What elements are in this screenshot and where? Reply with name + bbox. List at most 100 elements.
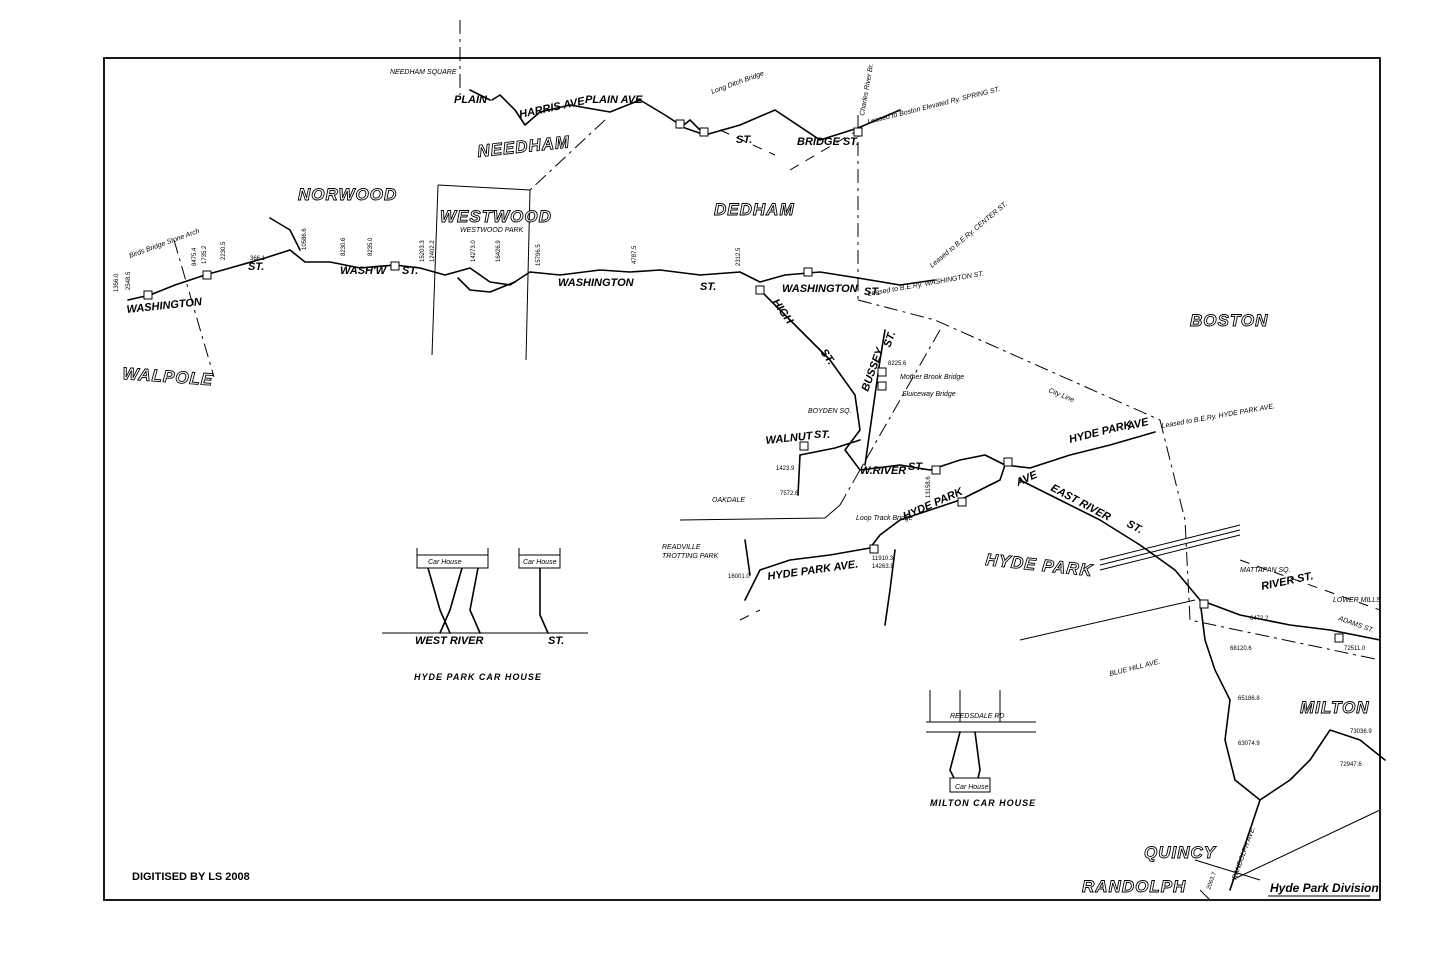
- hyde-park-car-house-diagram: [382, 548, 588, 634]
- car-house-label-1: Car House: [428, 559, 462, 566]
- car-house-st: ST.: [548, 635, 564, 647]
- label-lower-mills: LOWER MILLS: [1333, 597, 1381, 604]
- milepost-31: 2063.7: [1206, 871, 1218, 891]
- milepost-19: 6472.2: [1250, 616, 1269, 622]
- mileposts: 1356.0 2548.5 366.1 8475.4 1735.2 2230.5…: [114, 228, 1372, 891]
- label-mattapan-sq: MATTAPAN SQ.: [1240, 567, 1291, 574]
- milepost-30: 14263.8: [872, 564, 894, 570]
- label-randolph-ave: RANDOLPH AVE.: [1231, 825, 1257, 880]
- street-ave-s: AVE: [1013, 469, 1039, 490]
- milepost-17: 13158.6: [926, 476, 932, 498]
- milepost-6: 2230.5: [221, 241, 227, 260]
- milepost-21: 68120.6: [1230, 646, 1252, 652]
- label-loop-track-bridge: Loop Track Bridge: [856, 515, 913, 522]
- label-leased-bere-washington: Leased to B.E.Ry. WASHINGTON ST.: [867, 271, 984, 298]
- town-walpole: WALPOLE: [122, 364, 214, 389]
- milepost-28: 16001.0: [728, 574, 750, 580]
- street-st-bussey: ST.: [882, 330, 899, 349]
- label-readville: READVILLE: [662, 544, 701, 551]
- street-harris-ave: HARRIS AVE: [518, 95, 586, 121]
- street-hyde-park-ave-readville: HYDE PARK AVE.: [767, 558, 859, 583]
- milton-car-house-label: Car House: [955, 784, 989, 791]
- milepost-26: 1423.9: [776, 466, 795, 472]
- milepost-23: 72947.6: [1340, 762, 1362, 768]
- label-blue-hill-ave: BLUE HILL AVE.: [1109, 659, 1161, 678]
- milepost-20: 72511.0: [1344, 646, 1366, 652]
- hyde-park-lines: [739, 431, 1386, 891]
- town-quincy: QUINCY: [1144, 843, 1217, 862]
- milepost-18: 8225.6: [888, 361, 907, 367]
- street-st-eriver: ST.: [1125, 518, 1145, 536]
- label-sluiceway-bridge: Sluiceway Bridge: [902, 391, 956, 398]
- milepost-12: 14273.0: [471, 240, 477, 262]
- street-st-norwood2: ST.: [402, 265, 418, 277]
- street-washington-east: WASHINGTON: [782, 283, 859, 295]
- street-bridge-st: BRIDGE ST.: [797, 136, 859, 148]
- street-plain: PLAIN: [454, 94, 488, 106]
- milepost-15: 4787.5: [632, 245, 638, 264]
- milepost-8: 8230.6: [341, 237, 347, 256]
- town-hyde-park: HYDE PARK: [985, 550, 1095, 580]
- milepost-14: 15796.5: [536, 244, 542, 266]
- street-w-river: W.RIVER: [860, 465, 906, 477]
- milepost-13: 16426.9: [496, 240, 502, 262]
- label-leased-bere-center: Leased to B.E.Ry. CENTER ST.: [929, 201, 1009, 270]
- milepost-10: 15203.3: [420, 240, 426, 262]
- street-st-wriver: ST.: [908, 461, 924, 473]
- high-street-line: [759, 289, 886, 496]
- milepost-9: 8235.0: [368, 237, 374, 256]
- town-randolph: RANDOLPH: [1082, 877, 1186, 896]
- street-washington-walpole: WASHINGTON: [126, 296, 203, 316]
- milepost-5: 1735.2: [202, 245, 208, 264]
- map-frame: [103, 57, 1381, 901]
- town-dedham: DEDHAM: [714, 200, 795, 219]
- milepost-1: 1356.0: [114, 273, 120, 292]
- digitised-credit: DIGITISED BY LS 2008: [132, 871, 250, 883]
- label-westwood-park: WESTWOOD PARK: [460, 227, 524, 234]
- division-title: Hyde Park Division: [1270, 881, 1379, 895]
- label-city-line: City Line: [1047, 387, 1075, 404]
- milepost-3: 366.1: [250, 256, 266, 262]
- label-leased-bost-elev: Leased to Boston Elevated Ry. SPRING ST.: [867, 86, 1001, 126]
- car-house-west-river: WEST RIVER: [415, 635, 484, 647]
- milepost-24: 65186.8: [1238, 696, 1260, 702]
- junction-markers: [143, 119, 1344, 643]
- street-washw: WASH'W: [340, 265, 388, 277]
- town-boston: BOSTON: [1190, 311, 1268, 330]
- label-oakdale: OAKDALE: [712, 497, 745, 504]
- washington-line: [127, 217, 936, 301]
- milepost-2: 2548.5: [126, 271, 132, 290]
- label-mother-brook-bridge: Mother Brook Bridge: [900, 374, 964, 381]
- label-birds-bridge: Birds Bridge Stone Arch: [128, 228, 200, 260]
- town-milton: MILTON: [1300, 698, 1370, 717]
- hyde-park-car-house-caption: HYDE PARK CAR HOUSE: [414, 672, 542, 682]
- label-trotting-park: TROTTING PARK: [662, 553, 719, 560]
- car-house-label-2: Car House: [523, 559, 557, 566]
- street-st-needham: ST.: [736, 134, 752, 146]
- label-reedsdale-rd: REEDSDALE RD: [950, 713, 1004, 720]
- street-plain-ave: PLAIN AVE: [585, 94, 643, 106]
- milepost-27: 7572.6: [780, 491, 799, 497]
- label-needham-square: NEEDHAM SQUARE: [390, 69, 457, 76]
- milepost-7: 10586.6: [302, 228, 308, 250]
- town-westwood: WESTWOOD: [440, 207, 552, 226]
- label-leased-bere-hyde-park: Leased to B.E.Ry. HYDE PARK AVE.: [1161, 403, 1276, 430]
- street-washington-dedham: WASHINGTON: [558, 277, 635, 289]
- town-norwood: NORWOOD: [298, 185, 397, 204]
- street-st-norwood: ST.: [248, 261, 264, 273]
- street-east-river: EAST RIVER: [1049, 482, 1113, 524]
- needham-line: [469, 89, 901, 171]
- label-long-ditch-bridge: Long Ditch Bridge: [710, 70, 765, 96]
- milepost-22: 73036.9: [1350, 729, 1372, 735]
- label-charles-river-br: Charles River Br.: [859, 63, 875, 116]
- street-walnut: WALNUT: [765, 430, 814, 447]
- milepost-29: 11910.3: [872, 556, 894, 562]
- milepost-25: 63074.9: [1238, 741, 1260, 747]
- label-boyden-sq: BOYDEN SQ.: [808, 408, 852, 415]
- milton-car-house-caption: MILTON CAR HOUSE: [930, 798, 1036, 808]
- street-st-walnut: ST.: [814, 429, 830, 441]
- milepost-16: 2312.5: [736, 247, 742, 266]
- town-boundaries: [173, 20, 1381, 901]
- street-st-dedham: ST.: [700, 281, 716, 293]
